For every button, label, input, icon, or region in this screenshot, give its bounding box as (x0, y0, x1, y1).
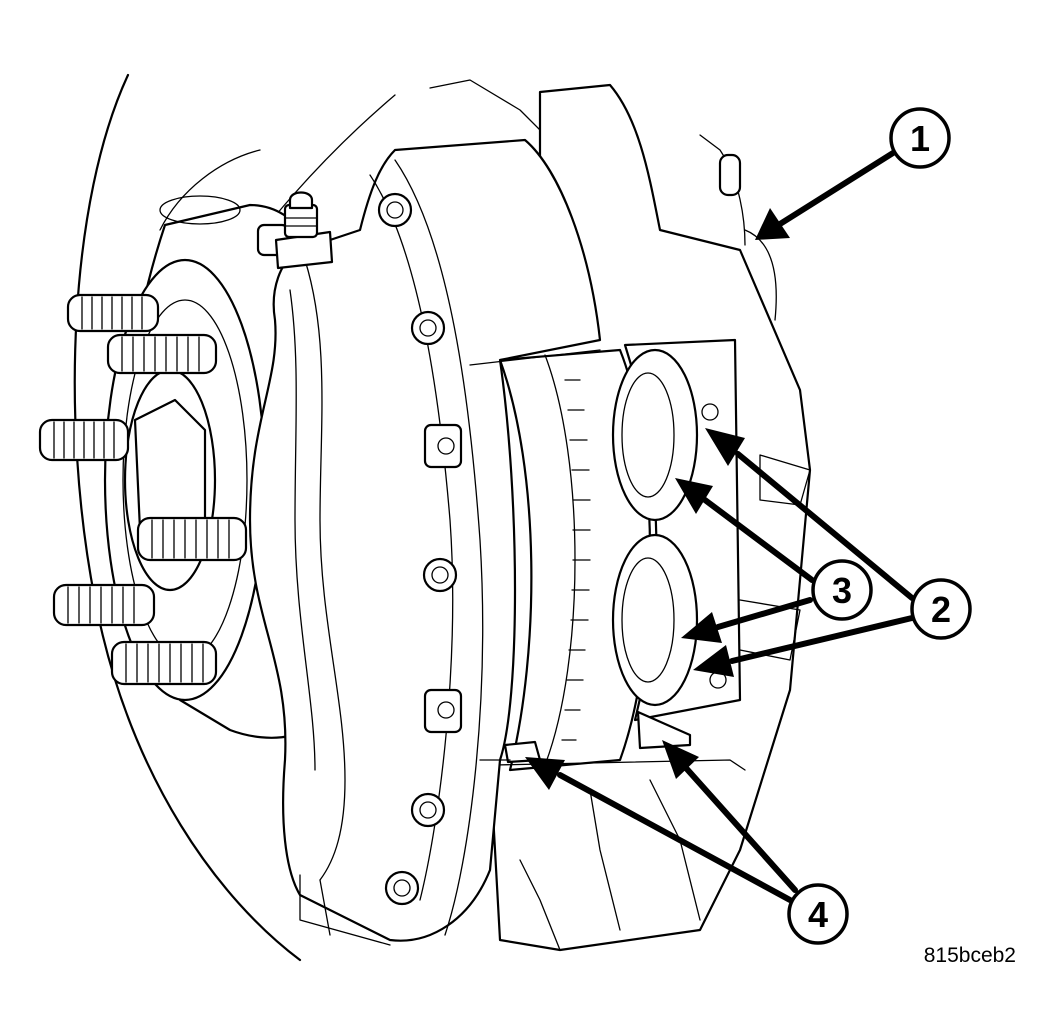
callout-arrow-2b (693, 615, 915, 677)
callout-arrow-4b (662, 740, 798, 893)
figure-id: 815bceb2 (924, 944, 1016, 967)
pad-slides (494, 710, 746, 771)
caliper-body (248, 138, 602, 946)
wheel-stud (66, 293, 160, 333)
wheel-stud (52, 583, 156, 627)
callout-arrows (525, 150, 915, 903)
callout-3-label: 3 (832, 570, 852, 611)
callout-4-label: 4 (808, 894, 828, 935)
bleeder-screw (256, 191, 334, 270)
wheel-stud (106, 333, 218, 375)
wheel-stud (38, 418, 130, 462)
wheel-studs (38, 293, 248, 686)
callout-2-label: 2 (931, 589, 951, 630)
callout-3: 3 (811, 559, 873, 621)
callout-1-label: 1 (910, 118, 930, 159)
callout-1: 1 (889, 107, 951, 169)
callout-arrow-3b (681, 597, 813, 643)
callout-arrow-3a (675, 478, 815, 583)
callout-2: 2 (910, 578, 972, 640)
callout-arrow-1 (755, 150, 896, 240)
wheel-stud (110, 640, 218, 686)
callout-4: 4 (787, 883, 849, 945)
wheel-stud (136, 516, 248, 562)
callout-arrow-4a (525, 757, 793, 903)
callout-arrow-2a (705, 428, 915, 601)
